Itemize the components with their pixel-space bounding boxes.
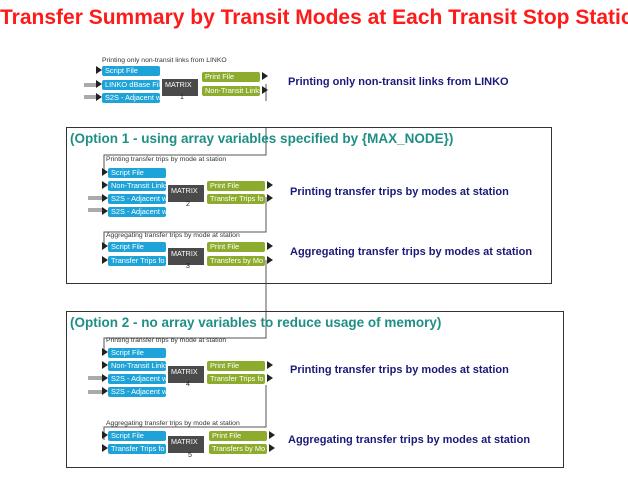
step-caption: Aggregating transfer trips by mode at st… bbox=[106, 420, 240, 427]
input-file-box[interactable]: Transfer Trips fo bbox=[108, 444, 166, 454]
matrix-box[interactable]: MATRIX bbox=[168, 185, 204, 202]
matrix-box[interactable]: MATRIX bbox=[162, 79, 198, 96]
input-file-box[interactable]: LINKO dBase File bbox=[102, 80, 160, 90]
option-1-panel: (Option 1 - using array variables specif… bbox=[66, 127, 552, 284]
arrow-icon bbox=[267, 194, 273, 202]
step-description: Printing transfer trips by modes at stat… bbox=[290, 186, 509, 198]
arrow-icon bbox=[96, 80, 102, 88]
option-2-title: (Option 2 - no array variables to reduce… bbox=[70, 315, 442, 330]
arrow-icon bbox=[102, 207, 108, 215]
arrow-icon bbox=[102, 374, 108, 382]
arrow-icon bbox=[102, 242, 108, 250]
option-2-panel: (Option 2 - no array variables to reduce… bbox=[66, 311, 564, 468]
matrix-box[interactable]: MATRIX bbox=[168, 366, 204, 383]
option-1-title: (Option 1 - using array variables specif… bbox=[70, 131, 454, 146]
input-file-box[interactable]: Non-Transit Links bbox=[108, 181, 166, 191]
step-number: 5 bbox=[188, 452, 192, 459]
arrow-icon bbox=[262, 86, 268, 94]
step-description: Printing only non-transit links from LIN… bbox=[288, 76, 509, 88]
input-file-box[interactable]: Script File bbox=[108, 242, 166, 252]
step-caption: Printing only non-transit links from LIN… bbox=[102, 57, 227, 64]
input-file-box[interactable]: Script File bbox=[108, 168, 166, 178]
matrix-box[interactable]: MATRIX bbox=[168, 436, 204, 453]
input-file-box[interactable]: S2S - Adjacent w bbox=[108, 374, 166, 384]
arrow-icon bbox=[102, 361, 108, 369]
matrix-box[interactable]: MATRIX bbox=[168, 248, 204, 265]
page-title: Transfer Summary by Transit Modes at Eac… bbox=[0, 6, 628, 29]
arrow-icon bbox=[102, 194, 108, 202]
input-file-box[interactable]: Script File bbox=[108, 348, 166, 358]
arrow-icon bbox=[102, 387, 108, 395]
input-file-box[interactable]: S2S - Adjacent w bbox=[102, 93, 160, 103]
step-caption: Printing transfer trips by mode at stati… bbox=[106, 156, 227, 163]
input-file-box[interactable]: Non-Transit Links bbox=[108, 361, 166, 371]
output-file-box[interactable]: Print File bbox=[207, 181, 265, 191]
step-description: Aggregating transfer trips by modes at s… bbox=[288, 434, 531, 446]
arrow-icon bbox=[269, 431, 275, 439]
arrow-icon bbox=[269, 444, 275, 452]
arrow-icon bbox=[102, 181, 108, 189]
output-file-box[interactable]: Print File bbox=[207, 361, 265, 371]
output-file-box[interactable]: Transfer Trips fo bbox=[207, 194, 265, 204]
output-file-box[interactable]: Transfer Trips fo bbox=[207, 374, 265, 384]
input-file-box[interactable]: S2S - Adjacent w bbox=[108, 387, 166, 397]
output-file-box[interactable]: Print File bbox=[202, 72, 260, 82]
arrow-icon bbox=[102, 348, 108, 356]
arrow-icon bbox=[96, 93, 102, 101]
step-number: 2 bbox=[186, 201, 190, 208]
output-file-box[interactable]: Transfers by Mo bbox=[209, 444, 267, 454]
step-description: Aggregating transfer trips by modes at s… bbox=[290, 246, 533, 258]
arrow-icon bbox=[267, 181, 273, 189]
arrow-icon bbox=[102, 444, 108, 452]
arrow-icon bbox=[267, 374, 273, 382]
arrow-icon bbox=[267, 361, 273, 369]
arrow-icon bbox=[102, 168, 108, 176]
input-file-box[interactable]: S2S - Adjacent w bbox=[108, 194, 166, 204]
step-number: 1 bbox=[180, 94, 184, 101]
output-file-box[interactable]: Transfers by Mo bbox=[207, 256, 265, 266]
input-file-box[interactable]: S2S - Adjacent w bbox=[108, 207, 166, 217]
arrow-icon bbox=[102, 431, 108, 439]
arrow-icon bbox=[96, 66, 102, 74]
input-file-box[interactable]: Script File bbox=[108, 431, 166, 441]
arrow-icon bbox=[267, 256, 273, 264]
output-file-box[interactable]: Non-Transit Links bbox=[202, 86, 260, 96]
output-file-box[interactable]: Print File bbox=[209, 431, 267, 441]
output-file-box[interactable]: Print File bbox=[207, 242, 265, 252]
input-file-box[interactable]: Transfer Trips fo bbox=[108, 256, 166, 266]
arrow-icon bbox=[102, 256, 108, 264]
arrow-icon bbox=[262, 72, 268, 80]
step-caption: Aggregating transfer trips by mode at st… bbox=[106, 232, 240, 239]
step-number: 4 bbox=[186, 381, 190, 388]
step-number: 3 bbox=[186, 263, 190, 270]
step-description: Printing transfer trips by modes at stat… bbox=[290, 364, 509, 376]
input-file-box[interactable]: Script File bbox=[102, 66, 160, 76]
arrow-icon bbox=[267, 242, 273, 250]
step-caption: Printing transfer trips by mode at stati… bbox=[106, 337, 227, 344]
